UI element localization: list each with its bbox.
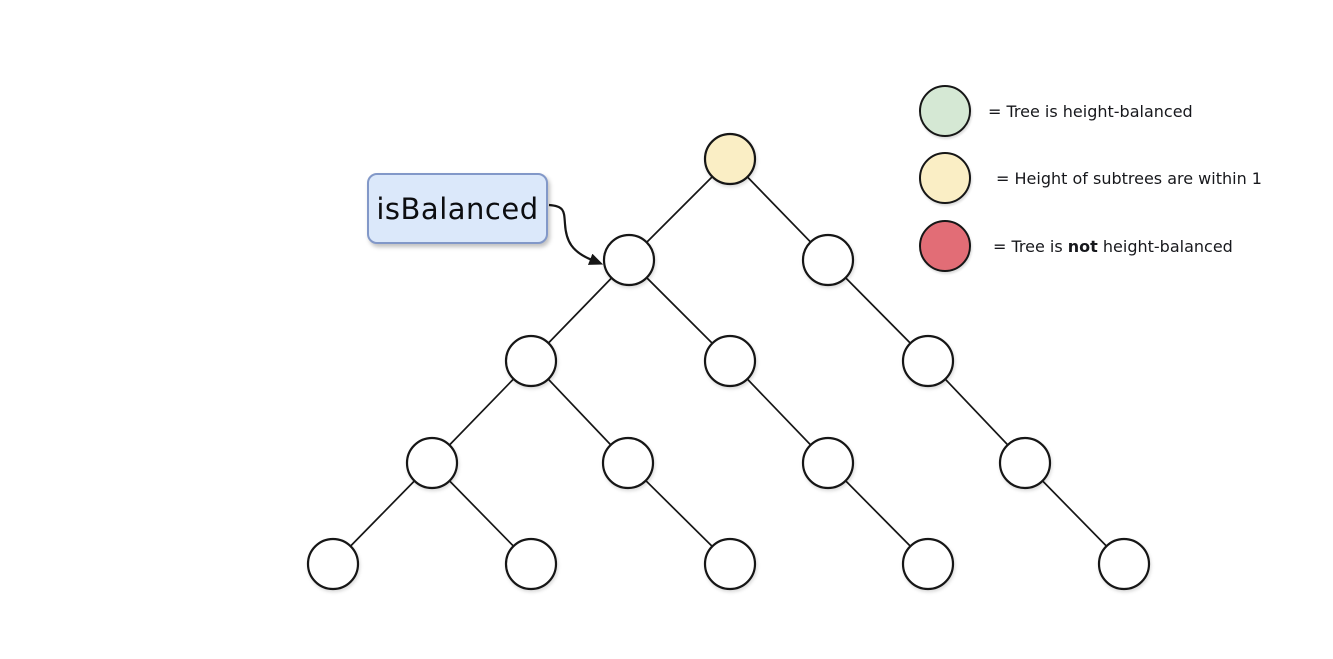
legend-item-height-balanced: = Tree is height-balanced [919,85,1193,137]
legend-label: = Tree is not height-balanced [993,237,1233,256]
tree-node-root [703,132,757,186]
tree-node-l3a [504,334,558,388]
legend-swatch-red-circle [919,220,971,272]
tree-nodes [306,132,1151,591]
tree-node-l5c [703,537,757,591]
tree-node-l4c [801,436,855,490]
legend-item-subtrees-within-1: = Height of subtrees are within 1 [919,152,1262,204]
legend-label: = Height of subtrees are within 1 [996,169,1262,188]
legend-swatch-yellow-circle [919,152,971,204]
tree-node-l3c [901,334,955,388]
tree-node-l4b [601,436,655,490]
legend-label-text: = Height of subtrees are within 1 [996,168,1262,188]
isbalanced-label-text: isBalanced [376,191,539,226]
legend-label-bold: not [1067,236,1098,256]
tree-node-l5a [306,537,360,591]
legend-swatch-green-circle [919,85,971,137]
tree-node-l2b [801,233,855,287]
tree-node-l4a [405,436,459,490]
legend-label: = Tree is height-balanced [988,102,1193,121]
tree-node-l5b [504,537,558,591]
legend-label-text: height-balanced [1097,236,1233,256]
legend-label-text: = Tree is height-balanced [988,101,1193,121]
tree-node-l5d [901,537,955,591]
label-arrow-connector [548,203,604,265]
tree-node-l4d [998,436,1052,490]
isbalanced-label-box: isBalanced [367,173,548,244]
legend-label-text: = Tree is [993,236,1068,256]
tree-node-l2a [602,233,656,287]
tree-node-l3b [703,334,757,388]
legend-item-not-height-balanced: = Tree is not height-balanced [919,220,1233,272]
tree-node-l5e [1097,537,1151,591]
